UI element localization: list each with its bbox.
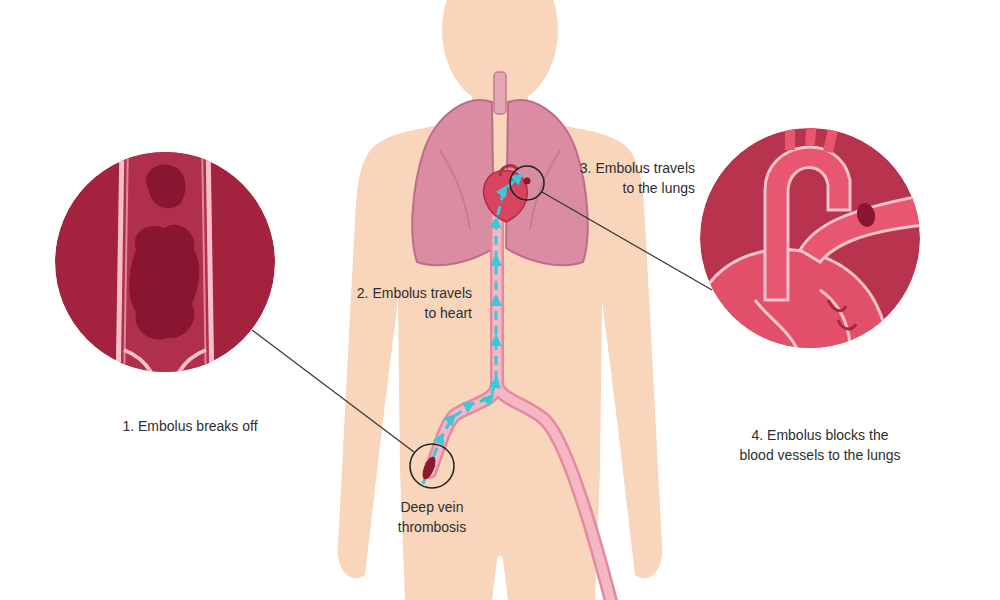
vein-zoom	[55, 140, 275, 390]
callout-label: Deep vein thrombosis	[388, 497, 476, 537]
heart-zoom	[700, 118, 925, 360]
embolus-dot	[524, 178, 531, 185]
step-label: 3. Embolus travels to the lungs	[569, 158, 695, 198]
heart	[484, 166, 527, 222]
label-text: 4. Embolus blocks the blood vessels to t…	[739, 427, 900, 463]
thrombus	[420, 455, 438, 481]
step-label: 4. Embolus blocks the blood vessels to t…	[733, 425, 907, 465]
blood-vessel	[430, 210, 612, 600]
embolus-path	[423, 177, 519, 484]
label-text: 3. Embolus travels to the lungs	[580, 160, 695, 196]
label-text: 1. Embolus breaks off	[122, 418, 257, 434]
callout-circle	[410, 444, 454, 488]
leader-line	[542, 192, 712, 290]
label-text: Deep vein thrombosis	[398, 499, 466, 535]
step-label: 2. Embolus travels to heart	[346, 283, 472, 323]
step-label: 1. Embolus breaks off	[90, 416, 290, 436]
label-text: 2. Embolus travels to heart	[357, 285, 472, 321]
body-silhouette	[338, 0, 662, 600]
callout-circle	[510, 166, 544, 200]
leader-line	[252, 330, 414, 452]
